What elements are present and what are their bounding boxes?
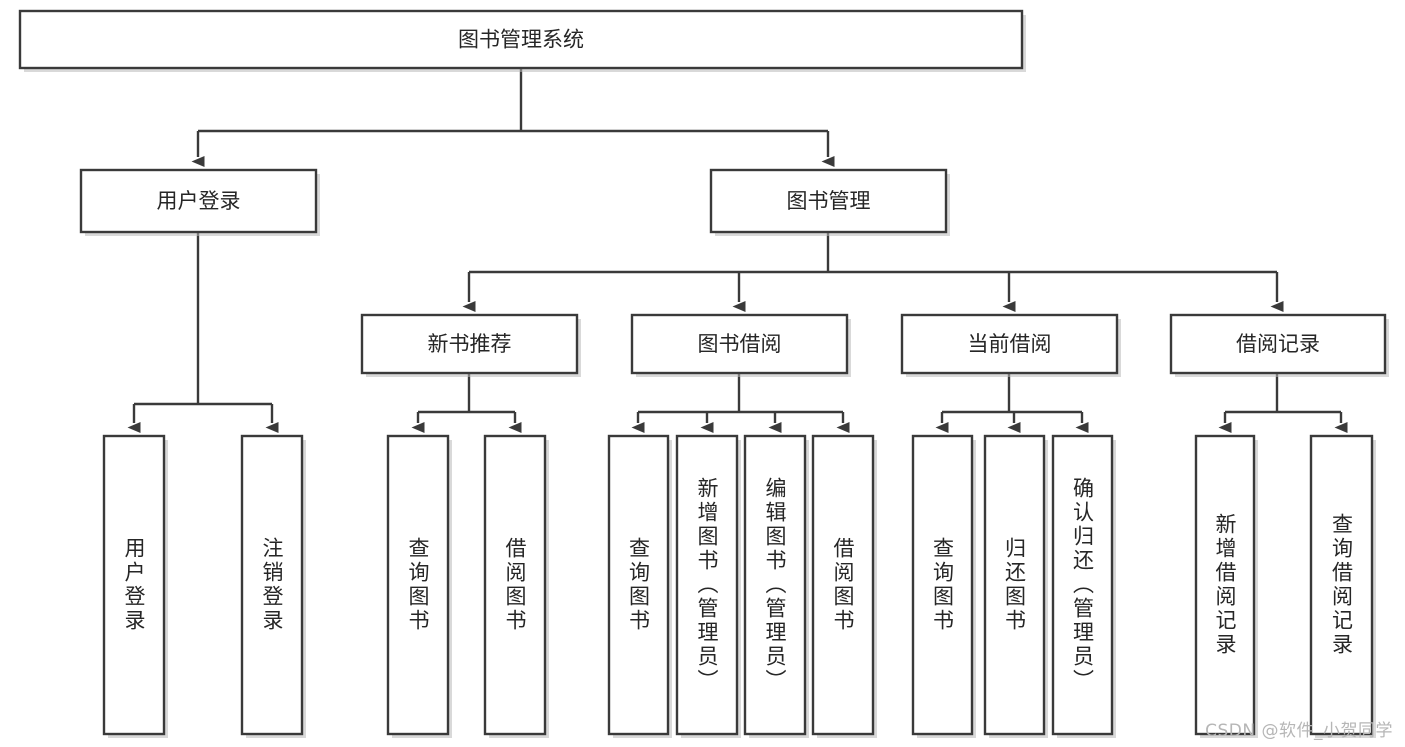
node-leaf-1[interactable] <box>240 434 306 738</box>
node-rect <box>983 434 1046 736</box>
node-rect <box>483 434 547 736</box>
node-leaf-10[interactable] <box>1051 434 1116 738</box>
node-label: 图书管理系统 <box>458 28 584 52</box>
connector-layer <box>127 68 1348 433</box>
node-rect <box>709 168 948 234</box>
node-rect <box>1309 434 1374 736</box>
node-rect <box>102 434 166 736</box>
node-leaf-8[interactable] <box>911 434 976 738</box>
node-leaf-12[interactable] <box>1309 434 1376 738</box>
node-label: 借阅记录 <box>1236 332 1320 356</box>
node-label: 图书借阅 <box>698 332 782 356</box>
node-label: 用户登录 <box>157 189 241 213</box>
node-rect <box>1194 434 1256 736</box>
node-level3-1[interactable] <box>630 313 851 377</box>
node-leaf-5[interactable] <box>675 434 741 738</box>
node-level3-0[interactable] <box>360 313 581 377</box>
node-rect <box>630 313 849 375</box>
node-rect <box>240 434 304 736</box>
node-rect <box>900 313 1119 375</box>
node-rect <box>811 434 875 736</box>
node-leaf-4[interactable] <box>607 434 672 738</box>
node-rect <box>18 9 1024 70</box>
node-level3-3[interactable] <box>1169 313 1389 377</box>
node-leaf-2[interactable] <box>386 434 452 738</box>
node-level2-0[interactable] <box>79 168 320 236</box>
node-box-layer <box>18 9 1389 738</box>
node-leaf-9[interactable] <box>983 434 1048 738</box>
node-rect <box>607 434 670 736</box>
node-rect <box>360 313 579 375</box>
node-root-0[interactable] <box>18 9 1026 72</box>
watermark-csdn: CSDN @软件_小贺同学 <box>1205 721 1393 741</box>
node-leaf-0[interactable] <box>102 434 168 738</box>
node-rect <box>386 434 450 736</box>
node-rect <box>675 434 739 736</box>
node-leaf-7[interactable] <box>811 434 877 738</box>
node-rect <box>911 434 974 736</box>
node-level2-1[interactable] <box>709 168 950 236</box>
node-level3-2[interactable] <box>900 313 1121 377</box>
node-rect <box>79 168 318 234</box>
node-leaf-3[interactable] <box>483 434 549 738</box>
node-rect <box>743 434 807 736</box>
node-label: 图书管理 <box>787 189 871 213</box>
node-label: 新书推荐 <box>428 332 512 356</box>
node-leaf-6[interactable] <box>743 434 809 738</box>
node-label: 当前借阅 <box>968 332 1052 356</box>
node-rect <box>1169 313 1387 375</box>
node-leaf-11[interactable] <box>1194 434 1258 738</box>
node-rect <box>1051 434 1114 736</box>
